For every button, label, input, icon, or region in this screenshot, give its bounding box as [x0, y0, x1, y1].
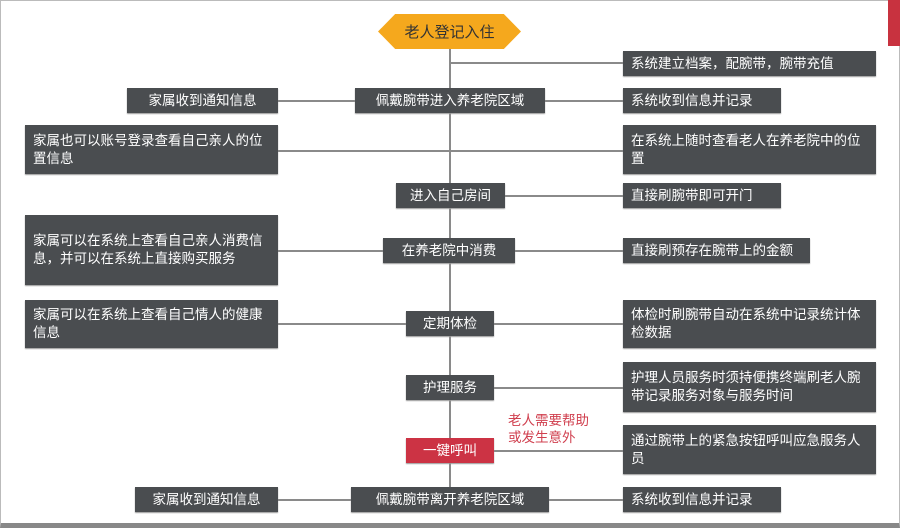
- care-service-node: 护理服务: [406, 375, 494, 400]
- register-system-box: 系统建立档案，配腕带，腕带充值: [623, 51, 876, 76]
- emergency-note: 老人需要帮助或发生意外: [508, 413, 589, 447]
- connector: [450, 62, 623, 64]
- family-notify-box: 家属收到通知信息: [127, 88, 278, 113]
- system-record-leave-box: 系统收到信息并记录: [623, 487, 781, 512]
- accent-bar: [888, 0, 900, 46]
- enter-area-node: 佩戴腕带进入养老院区域: [355, 88, 545, 113]
- main-flow-line: [449, 49, 451, 489]
- connector: [494, 387, 623, 389]
- leave-area-node: 佩戴腕带离开养老院区域: [351, 487, 549, 512]
- connector: [278, 150, 623, 152]
- emergency-call-box: 通过腕带上的紧急按钮呼叫应急服务人员: [623, 425, 876, 474]
- checkup-record-box: 体检时刷腕带自动在系统中记录统计体检数据: [623, 300, 876, 348]
- pay-box: 直接刷预存在腕带上的金额: [623, 238, 810, 263]
- door-open-box: 直接刷腕带即可开门: [623, 183, 781, 208]
- family-location-box: 家属也可以账号登录查看自己亲人的位置信息: [25, 125, 278, 174]
- note-line: 老人需要帮助: [508, 413, 589, 429]
- family-health-box: 家属可以在系统上查看自己情人的健康信息: [25, 300, 278, 348]
- consume-node: 在养老院中消费: [383, 238, 515, 263]
- family-consumption-box: 家属可以在系统上查看自己亲人消费信息，并可以在系统上直接购买服务: [25, 215, 278, 285]
- checkup-node: 定期体检: [406, 311, 494, 336]
- enter-room-node: 进入自己房间: [396, 183, 505, 208]
- connector: [505, 195, 623, 197]
- family-notify-leave-box: 家属收到通知信息: [135, 487, 278, 512]
- note-line: 或发生意外: [508, 430, 576, 446]
- system-record-box: 系统收到信息并记录: [623, 88, 781, 113]
- system-location-box: 在系统上随时查看老人在养老院中的位置: [623, 125, 876, 174]
- start-node: 老人登记入住: [378, 14, 521, 49]
- connector: [494, 450, 623, 452]
- one-key-call-node: 一键呼叫: [406, 438, 494, 463]
- care-record-box: 护理人员服务时须持便携终端刷老人腕带记录服务对象与服务时间: [623, 362, 876, 412]
